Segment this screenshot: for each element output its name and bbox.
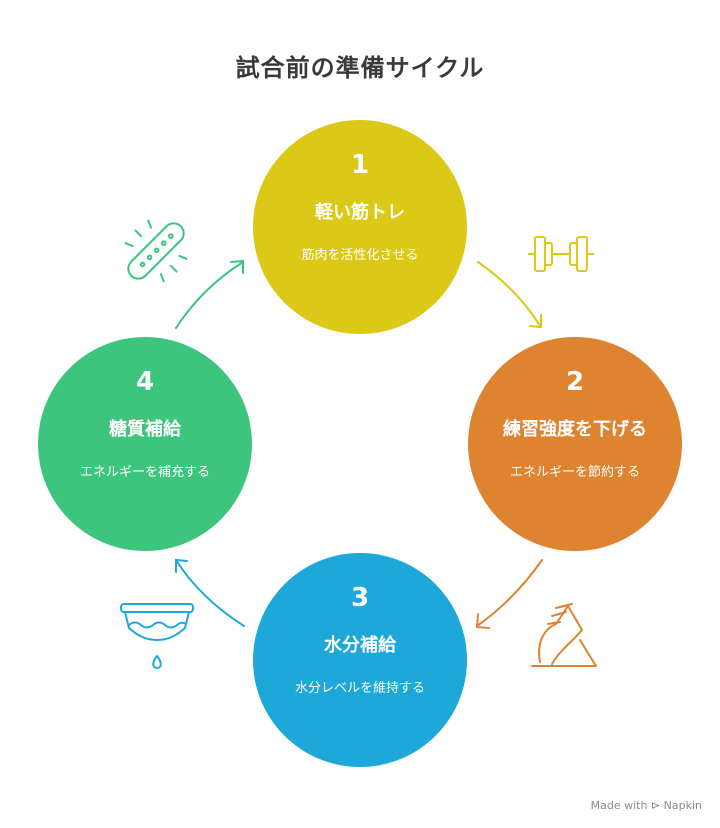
step-1-description: 筋肉を活性化させる (301, 248, 419, 263)
step-4-heading: 糖質補給 (109, 419, 181, 440)
step-1-circle: 1 軽い筋トレ 筋肉を活性化させる (253, 120, 467, 334)
step-3-number: 3 (350, 583, 370, 613)
step-1-number: 1 (350, 150, 370, 180)
energy-bar-icon (124, 219, 188, 283)
step-1-heading: 軽い筋トレ (315, 202, 405, 223)
sneaker-icon (531, 603, 597, 667)
arrow-2-to-3 (475, 559, 543, 629)
arrow-3-to-4 (175, 558, 245, 627)
water-filter-icon (120, 603, 194, 669)
step-2-circle: 2 練習強度を下げる エネルギーを節約する (468, 337, 682, 551)
step-4-description: エネルギーを補充する (79, 465, 210, 480)
step-3-heading: 水分補給 (324, 635, 396, 656)
arrow-4-to-1 (175, 259, 244, 329)
step-4-number: 4 (135, 367, 155, 397)
step-3-description: 水分レベルを維持する (294, 681, 425, 696)
step-2-description: エネルギーを節約する (509, 465, 640, 480)
step-4-circle: 4 糖質補給 エネルギーを補充する (38, 337, 252, 551)
dumbbell-icon (528, 236, 594, 272)
napkin-watermark: Made with ⊳ Napkin (590, 799, 702, 812)
step-3-circle: 3 水分補給 水分レベルを維持する (253, 553, 467, 767)
step-2-heading: 練習強度を下げる (503, 419, 647, 440)
arrow-1-to-2 (477, 261, 542, 329)
step-2-number: 2 (565, 367, 585, 397)
diagram-title: 試合前の準備サイクル (235, 54, 485, 82)
